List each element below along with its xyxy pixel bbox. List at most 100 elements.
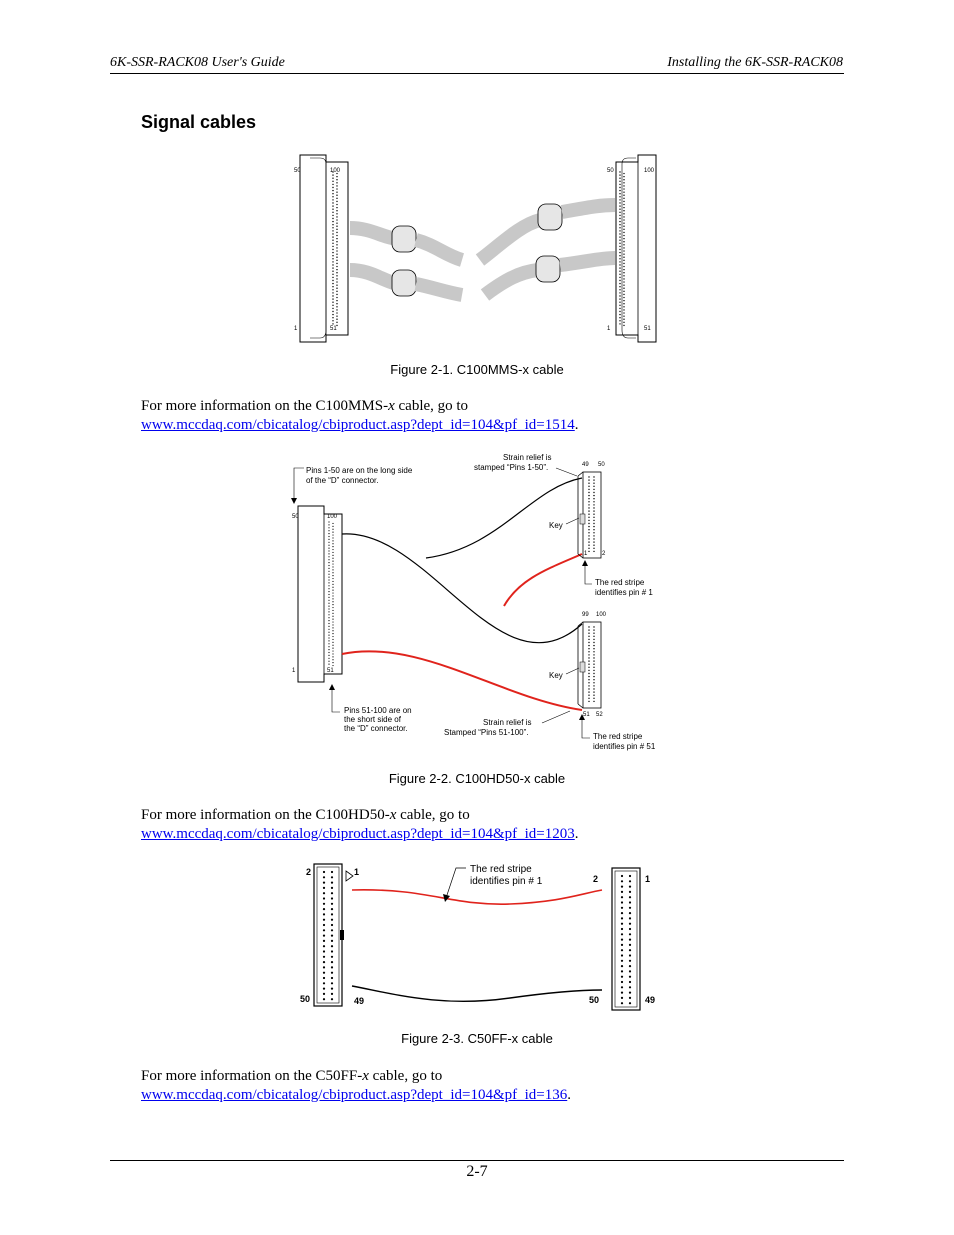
pin-dot — [620, 922, 624, 925]
pin-dot — [593, 669, 595, 672]
pin-dot — [619, 230, 621, 232]
pin-dot — [623, 234, 625, 237]
pin-dot — [588, 694, 590, 696]
pin-dot — [332, 601, 334, 603]
pin-dot — [593, 682, 595, 684]
pin-dot — [619, 245, 621, 248]
pin-dot — [322, 934, 326, 937]
pin-dot — [620, 912, 624, 915]
pin-dot — [588, 651, 590, 653]
pin-dot — [332, 276, 334, 279]
pin-dot — [588, 641, 590, 644]
pin-dot — [588, 491, 590, 494]
pin-dot — [322, 923, 326, 927]
pin-dot — [332, 313, 334, 316]
d-pin-1-label: 1 — [292, 668, 296, 674]
h2-pin-51-label: 51 — [583, 712, 590, 718]
pin-dot — [332, 248, 334, 251]
pin-dot — [623, 278, 625, 280]
d-pin-51-label: 51 — [327, 668, 334, 674]
black-ribbon-upper — [425, 477, 583, 559]
pin-dot — [620, 943, 624, 946]
f1-right-pin-1-label: 1 — [607, 326, 611, 332]
pin-dot — [332, 609, 334, 612]
pin-dot — [619, 298, 621, 300]
pin-dot — [619, 214, 621, 217]
pin-dot — [332, 186, 334, 189]
c50ff-link[interactable]: www.mccdaq.com/cbicatalog/cbiproduct.asp… — [141, 1087, 568, 1103]
pin-dot — [336, 293, 338, 296]
pin-dot — [332, 279, 334, 282]
pin-dot — [593, 666, 595, 668]
pin-dot — [328, 570, 330, 572]
pin-dot — [336, 278, 338, 280]
f1-right-pin-51-label: 51 — [644, 326, 651, 332]
pin-dot — [593, 697, 595, 699]
pin-dot — [619, 177, 621, 179]
pin-dot — [322, 982, 326, 985]
pin-dot — [330, 886, 334, 889]
pin-dot — [588, 504, 590, 506]
pin-dot — [336, 225, 338, 227]
pin-dot — [332, 289, 334, 291]
pin-dot — [328, 622, 330, 625]
c100hd50-link[interactable]: www.mccdaq.com/cbicatalog/cbiproduct.asp… — [141, 826, 575, 842]
pin-dot — [620, 885, 624, 888]
pin-dot — [619, 189, 621, 192]
pin-dot — [328, 620, 330, 622]
pin-dot — [332, 174, 334, 176]
pin-dot — [593, 535, 595, 537]
pin-dot — [619, 282, 621, 285]
pin-dot — [619, 310, 621, 313]
running-header-right: Installing the 6K-SSR-RACK08 — [667, 55, 843, 70]
pin-dot — [623, 290, 625, 293]
f1-left-pin-1-label: 1 — [294, 326, 298, 332]
f1-right-pin-50-label: 50 — [607, 168, 614, 174]
pin-dot — [328, 588, 330, 590]
pin-dot — [628, 938, 632, 941]
pin-dot — [336, 247, 338, 249]
pin-dot — [332, 251, 334, 254]
note-pins-51-100-line3: the “D” connector. — [344, 724, 408, 733]
pin-dot — [332, 641, 334, 643]
pin-dot — [332, 566, 334, 568]
f3-right-pin-2-label: 2 — [593, 874, 598, 884]
paragraph-c100hd50: For more information on the C100HD50-x c… — [141, 806, 579, 844]
pin-dot — [588, 663, 590, 665]
pin-dot — [332, 242, 334, 244]
pin-dot — [332, 630, 334, 632]
pin-dot — [332, 656, 334, 658]
pin-dot — [322, 987, 326, 990]
pin-dot — [619, 317, 621, 319]
pin-dot — [620, 949, 624, 952]
pin-dot — [322, 908, 326, 911]
pin-dot — [593, 632, 595, 634]
pin-dot — [336, 179, 338, 181]
pin-dot — [619, 320, 621, 322]
pin-dot — [588, 666, 590, 668]
pin-dot — [593, 519, 595, 522]
pin-dot — [623, 299, 625, 302]
pin-dot — [628, 885, 632, 888]
pin-dot — [623, 231, 625, 234]
pin-dot — [593, 476, 595, 478]
pin-dot — [593, 482, 595, 484]
c100mms-link[interactable]: www.mccdaq.com/cbicatalog/cbiproduct.asp… — [141, 417, 575, 433]
pin-dot — [588, 507, 590, 509]
pin-dot — [328, 605, 330, 607]
figure-c50ff-diagram: The red stripe identifies pin # 1 2 1 50… — [300, 863, 655, 1011]
pin-dot — [332, 580, 334, 583]
pin-dot — [330, 998, 334, 1001]
pin-dot — [628, 917, 632, 920]
pin-dot — [336, 262, 338, 265]
pin-dot — [332, 233, 334, 235]
pin-dot — [623, 281, 625, 283]
pin-dot — [332, 635, 334, 638]
pin-dot — [623, 179, 625, 181]
cable-upper-left-end — [413, 233, 465, 267]
pin-dot — [332, 592, 334, 594]
pin-dot — [588, 700, 590, 703]
pin-dot — [623, 321, 625, 324]
pin-dot — [332, 650, 334, 652]
pin-dot — [620, 959, 624, 962]
